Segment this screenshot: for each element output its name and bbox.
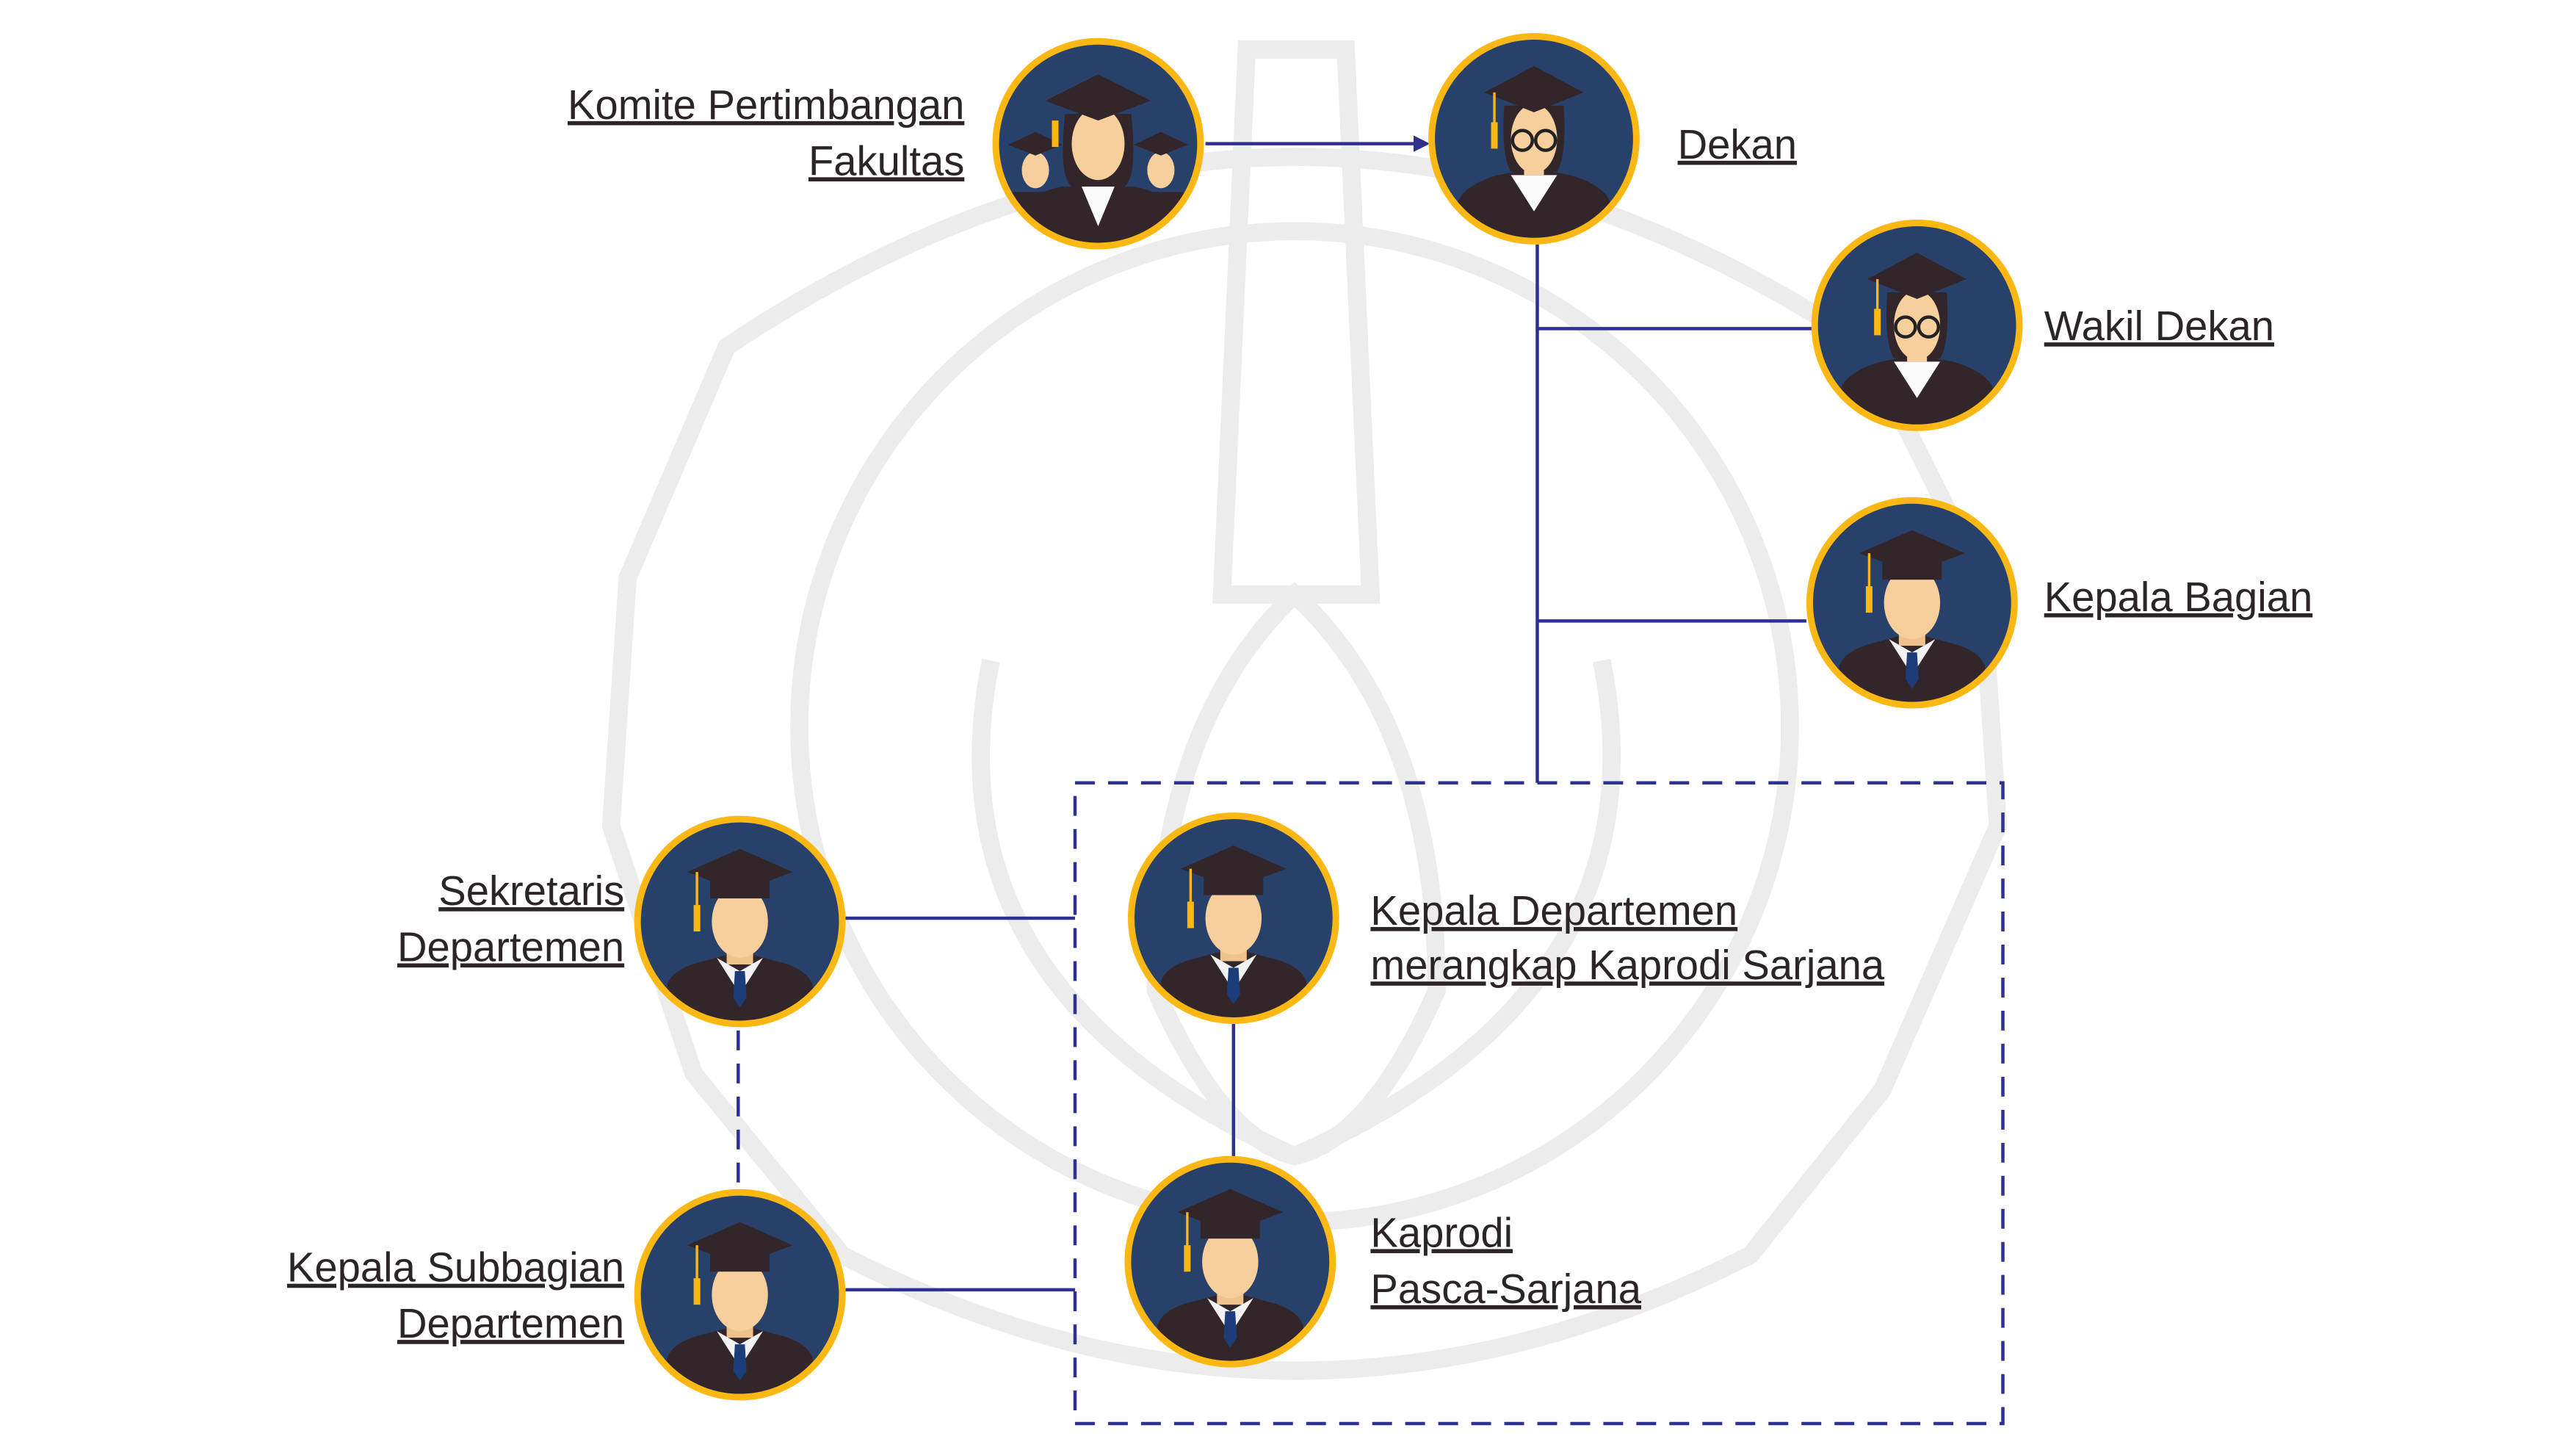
female-graduate-icon	[1815, 223, 2019, 441]
node-komite[interactable]: Komite Pertimbangan Fakultas	[568, 82, 964, 184]
male-graduate-icon	[637, 1192, 842, 1410]
node-label[interactable]: Departemen	[397, 1300, 624, 1346]
node-label[interactable]: Departemen	[397, 924, 624, 970]
node-kepala-departemen[interactable]: Kepala Departemen merangkap Kaprodi Sarj…	[1370, 887, 1884, 988]
node-label[interactable]: Kepala Subbagian	[287, 1244, 624, 1291]
male-graduate-icon	[1128, 1159, 1333, 1377]
node-label[interactable]: Sekretaris	[438, 868, 624, 914]
node-label[interactable]: Pasca-Sarjana	[1370, 1266, 1641, 1312]
node-wakil-dekan[interactable]: Wakil Dekan	[2044, 303, 2274, 349]
node-dekan[interactable]: Dekan	[1678, 121, 1797, 167]
node-label[interactable]: merangkap Kaprodi Sarjana	[1370, 942, 1884, 988]
node-label[interactable]: Kaprodi	[1370, 1209, 1513, 1255]
department-dashed-box	[1073, 781, 2005, 1426]
node-label[interactable]: Fakultas	[808, 137, 964, 184]
node-label[interactable]: Komite Pertimbangan	[568, 82, 964, 128]
node-label[interactable]: Kepala Departemen	[1370, 887, 1737, 934]
node-kepala-bagian[interactable]: Kepala Bagian	[2044, 574, 2313, 620]
node-kepala-subbagian[interactable]: Kepala Subbagian Departemen	[287, 1244, 624, 1346]
watermark-logo	[601, 40, 2008, 1380]
node-sekretaris[interactable]: Sekretaris Departemen	[397, 868, 624, 970]
node-kaprodi-pasca[interactable]: Kaprodi Pasca-Sarjana	[1370, 1209, 1641, 1311]
